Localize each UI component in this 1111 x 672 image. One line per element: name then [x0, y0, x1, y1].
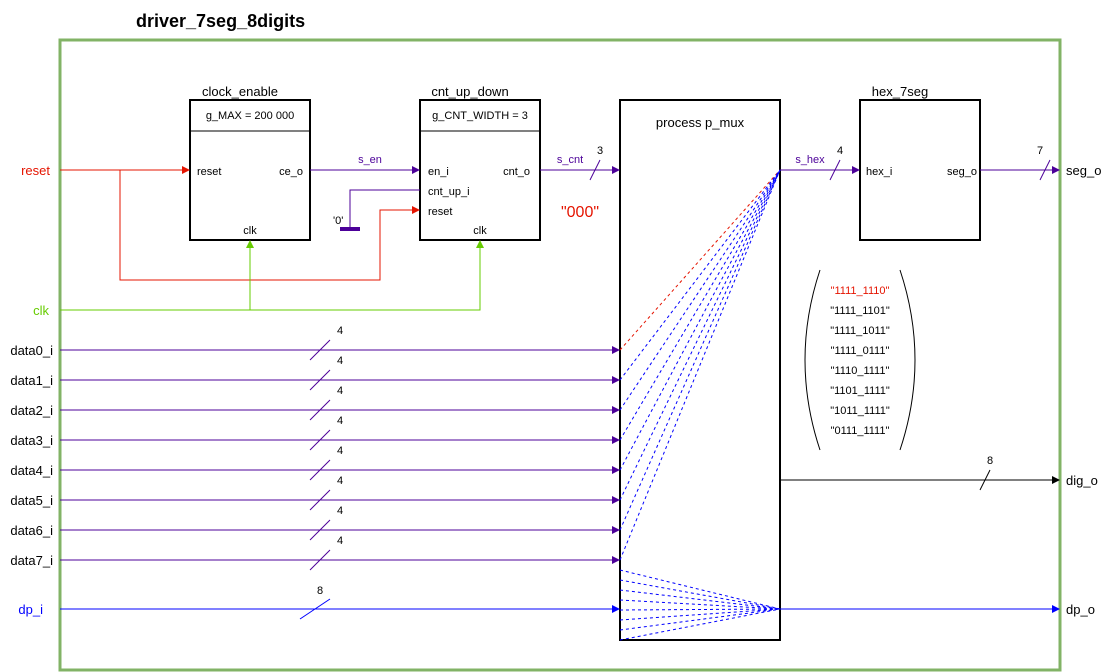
data-input-bus-slash: [309, 369, 331, 391]
dp-in-bus-slash: [299, 598, 331, 620]
dig-code-item: "1110_1111": [831, 365, 890, 377]
data-input-width: 4: [337, 535, 343, 547]
mux-dp-select-line: [619, 608, 781, 621]
dig-code-list: "1111_1110" "1111_1101" "1111_1011" "1111_0…: [830, 285, 890, 437]
mux-selection-lines: [619, 169, 781, 641]
dig-code-item: "1111_1011": [830, 325, 890, 337]
s-en-label: s_en: [358, 154, 382, 166]
mux-data-select-line: [619, 169, 781, 381]
dig-code-item: "1111_1110": [831, 285, 890, 297]
s-cnt-label: s_cnt: [557, 154, 583, 166]
data-input-width: 4: [337, 415, 343, 427]
seg-out-width: 7: [1037, 145, 1043, 157]
dig-out-bus-slash: [979, 469, 991, 491]
cnt-up-down-generic: g_CNT_WIDTH = 3: [432, 110, 528, 122]
data-input-label: data0_i: [10, 343, 53, 358]
s-hex-label: s_hex: [795, 154, 825, 166]
entity-border: [58, 38, 1062, 672]
reset-net: [60, 166, 420, 281]
hex-7seg-port-seg-o: seg_o: [947, 166, 977, 178]
dig-code-item: "1111_0111": [831, 345, 890, 357]
dig-code-item: "1011_1111": [830, 405, 890, 417]
dig-code-item: "0111_1111": [831, 425, 890, 437]
mux-dp-select-line: [619, 608, 781, 611]
cnt-value-label: "000": [561, 204, 599, 221]
cnt-up-down-port-clk: clk: [473, 225, 487, 237]
data-input-buses: 4 data0_i 4 data1_i 4 data2_i 4 data3_i 4 data4_i…: [10, 325, 620, 571]
data-input-label: data6_i: [10, 523, 53, 538]
mux-dp-select-line: [619, 599, 781, 610]
cnt-up-down-port-cnt-o: cnt_o: [503, 166, 530, 178]
mux-data-select-line: [619, 169, 781, 411]
data-input-bus-slash: [309, 459, 331, 481]
hex-7seg-port-hex-i: hex_i: [866, 166, 892, 178]
mux-data-select-line: [619, 169, 781, 351]
s-cnt-width: 3: [597, 145, 603, 157]
hex-7seg-block[interactable]: hex_7seg hex_i seg_o: [859, 84, 981, 241]
cnt-up-down-port-en-i: en_i: [428, 166, 449, 178]
mux-dp-select-line: [619, 608, 781, 631]
data-input-width: 4: [337, 325, 343, 337]
cnt-up-down-port-reset: reset: [428, 206, 452, 218]
s-hex-bus-slash: [829, 159, 841, 181]
constant-zero-label: '0': [333, 215, 343, 227]
mux-data-select-line: [619, 169, 781, 441]
data-input-width: 4: [337, 505, 343, 517]
mux-data-select-line: [619, 169, 781, 501]
clock-enable-port-clk: clk: [243, 225, 257, 237]
data-input-width: 4: [337, 475, 343, 487]
dig-code-item: "1111_1101": [830, 305, 890, 317]
data-input-width: 4: [337, 445, 343, 457]
data-input-label: data5_i: [10, 493, 53, 508]
data-input-bus-slash: [309, 399, 331, 421]
cnt-up-constant: [340, 189, 420, 231]
output-dp-label: dp_o: [1066, 602, 1095, 617]
clock-enable-block[interactable]: clock_enable g_MAX = 200 000 reset ce_o …: [189, 84, 311, 241]
data-input-label: data1_i: [10, 373, 53, 388]
data-input-bus-slash: [309, 429, 331, 451]
data-input-bus-slash: [309, 339, 331, 361]
cnt-up-down-port-cnt-up-i: cnt_up_i: [428, 186, 470, 198]
diagram-title: driver_7seg_8digits: [136, 11, 305, 31]
data-input-width: 4: [337, 355, 343, 367]
s-hex-width: 4: [837, 145, 843, 157]
vector-left-paren: [804, 269, 821, 451]
input-clk-label: clk: [33, 303, 49, 318]
dig-out-width: 8: [987, 455, 993, 467]
seg-out-bus-slash: [1039, 159, 1051, 181]
data-input-bus-slash: [309, 549, 331, 571]
data-input-label: data2_i: [10, 403, 53, 418]
clock-enable-generic: g_MAX = 200 000: [206, 110, 294, 122]
data-input-label: data7_i: [10, 553, 53, 568]
data-input-bus-slash: [309, 489, 331, 511]
input-reset-label: reset: [21, 163, 50, 178]
cnt-up-down-block[interactable]: cnt_up_down g_CNT_WIDTH = 3 en_i cnt_o c…: [419, 84, 541, 241]
output-dig-label: dig_o: [1066, 473, 1098, 488]
clk-net: [60, 240, 484, 311]
dp-in-width: 8: [317, 585, 323, 597]
vector-right-paren: [899, 269, 916, 451]
process-mux-name: process p_mux: [656, 115, 745, 130]
data-input-label: data4_i: [10, 463, 53, 478]
s-cnt-bus-slash: [589, 159, 601, 181]
data-input-label: data3_i: [10, 433, 53, 448]
clock-enable-port-reset: reset: [197, 166, 221, 178]
mux-data-select-line: [619, 169, 781, 561]
dig-code-item: "1101_1111": [830, 385, 890, 397]
input-dp-label: dp_i: [18, 602, 43, 617]
data-input-width: 4: [337, 385, 343, 397]
hex-7seg-name: hex_7seg: [872, 84, 928, 99]
data-input-bus-slash: [309, 519, 331, 541]
clock-enable-port-ce-o: ce_o: [279, 166, 303, 178]
process-mux-block[interactable]: process p_mux: [619, 99, 781, 641]
clock-enable-name: clock_enable: [202, 84, 278, 99]
mux-data-select-line: [619, 169, 781, 471]
output-seg-label: seg_o: [1066, 163, 1101, 178]
cnt-up-down-name: cnt_up_down: [431, 84, 508, 99]
mux-dp-select-line: [619, 589, 781, 610]
